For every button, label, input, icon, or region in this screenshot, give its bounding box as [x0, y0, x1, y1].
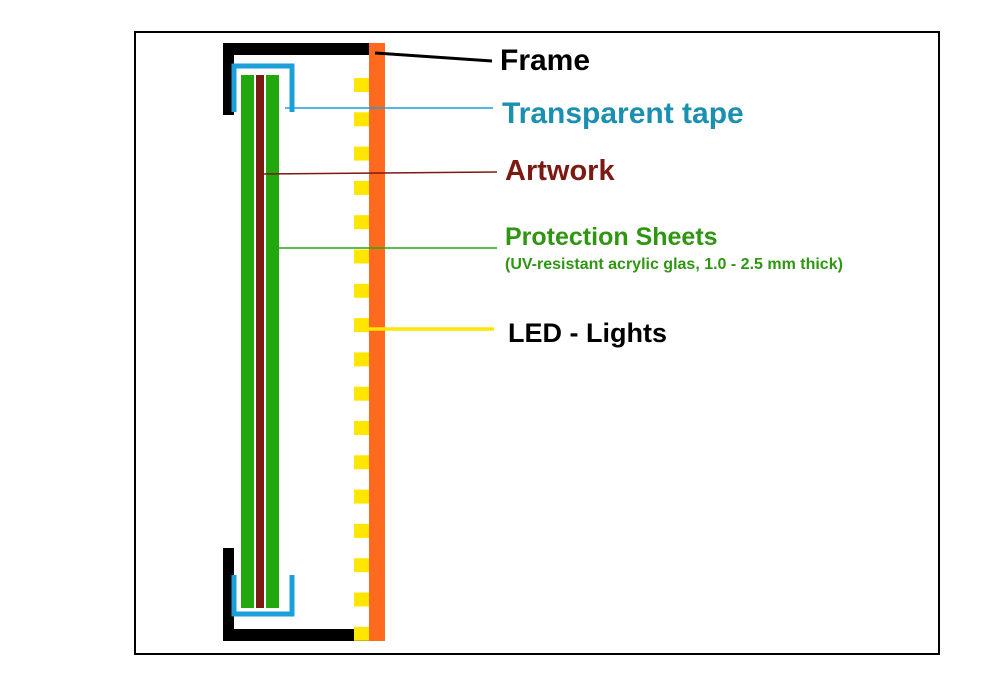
- tape-bottom: [231, 575, 295, 617]
- label-artwork: Artwork: [505, 155, 615, 187]
- protection-sheet-back: [266, 75, 279, 608]
- frame-top-left-stub: [223, 43, 234, 115]
- led-light: [354, 558, 369, 573]
- label-transparent-tape: Transparent tape: [502, 97, 744, 130]
- tape-top: [231, 63, 295, 112]
- led-lights-group: [354, 78, 369, 641]
- label-led-lights: LED - Lights: [508, 318, 667, 348]
- led-light: [354, 215, 369, 230]
- label-frame: Frame: [500, 44, 591, 77]
- led-light: [354, 523, 369, 538]
- artwork-layer: [256, 75, 264, 608]
- leader-line-frame: [374, 51, 493, 63]
- led-light: [354, 146, 369, 161]
- back-panel: [369, 43, 385, 641]
- led-light: [354, 386, 369, 401]
- led-light: [354, 249, 369, 264]
- led-light: [354, 626, 369, 641]
- led-light: [354, 592, 369, 607]
- protection-sheet-front: [241, 75, 254, 608]
- frame-top-bar: [223, 43, 375, 55]
- led-light: [354, 318, 369, 333]
- frame-bottom-left-stub: [223, 548, 234, 641]
- led-light: [354, 421, 369, 435]
- label-protection-sheets: Protection Sheets: [505, 223, 718, 251]
- frame-bottom-bar: [223, 629, 375, 641]
- led-light: [354, 455, 369, 470]
- led-light: [354, 78, 369, 92]
- led-light: [354, 112, 369, 127]
- led-light: [354, 283, 369, 298]
- led-light: [354, 352, 369, 367]
- label-protection-sheets-detail: (UV-resistant acrylic glas, 1.0 - 2.5 mm…: [505, 256, 843, 273]
- leader-line-artwork: [259, 171, 498, 175]
- led-light: [354, 489, 369, 504]
- led-light: [354, 180, 369, 195]
